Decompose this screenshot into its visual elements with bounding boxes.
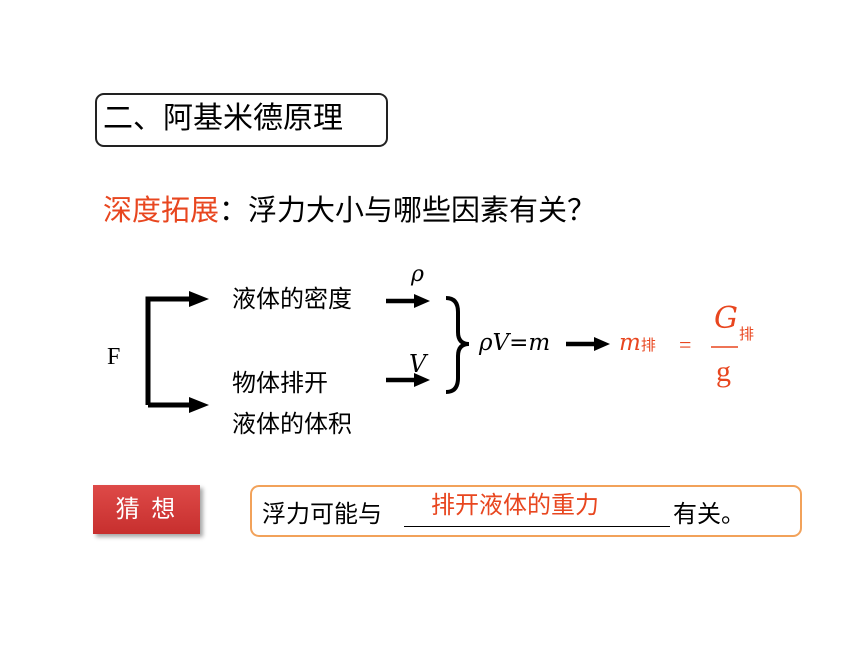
section-title-box — [95, 93, 388, 147]
m-displaced: m排 — [619, 330, 656, 356]
arrow-v-head — [414, 373, 430, 387]
question-highlight: 深度拓展 — [103, 193, 220, 227]
bracket-connector — [145, 291, 209, 413]
curly-brace — [445, 296, 470, 394]
force-label: F — [107, 344, 121, 370]
answer-underline — [404, 526, 670, 527]
question-line: 深度拓展：浮力大小与哪些因素有关？ — [103, 190, 596, 230]
question-text: ：浮力大小与哪些因素有关？ — [219, 193, 597, 227]
bracket-upper — [145, 296, 192, 405]
answer-box — [250, 485, 802, 537]
answer-text: 排开液体的重力 — [431, 491, 599, 519]
factor-volume-line1: 物体排开 — [232, 369, 328, 397]
g-subscript: 排 — [739, 325, 755, 343]
equals-sign: = — [679, 332, 692, 357]
arrow-rho-head — [414, 294, 430, 308]
answer-prefix: 浮力可能与 — [262, 500, 382, 528]
mass-formula: ρV=m — [479, 330, 551, 356]
arrow-m-head — [594, 337, 610, 351]
g-numerator: G — [714, 301, 738, 336]
m-subscript: 排 — [640, 336, 656, 354]
factor-volume-line2: 液体的体积 — [232, 410, 352, 438]
section-title: 二、阿基米德原理 — [103, 101, 343, 136]
symbol-rho: ρ — [411, 262, 424, 287]
arrow-to-volume — [189, 397, 209, 413]
short-arrows — [386, 294, 610, 387]
guess-badge: 猜 想 — [93, 485, 200, 534]
m-symbol: m — [619, 330, 641, 356]
factor-density: 液体的密度 — [232, 285, 352, 313]
symbol-v: V — [409, 350, 427, 378]
answer-suffix: 有关。 — [673, 500, 745, 528]
g-denominator: g — [716, 355, 731, 388]
arrow-to-density — [189, 291, 209, 307]
